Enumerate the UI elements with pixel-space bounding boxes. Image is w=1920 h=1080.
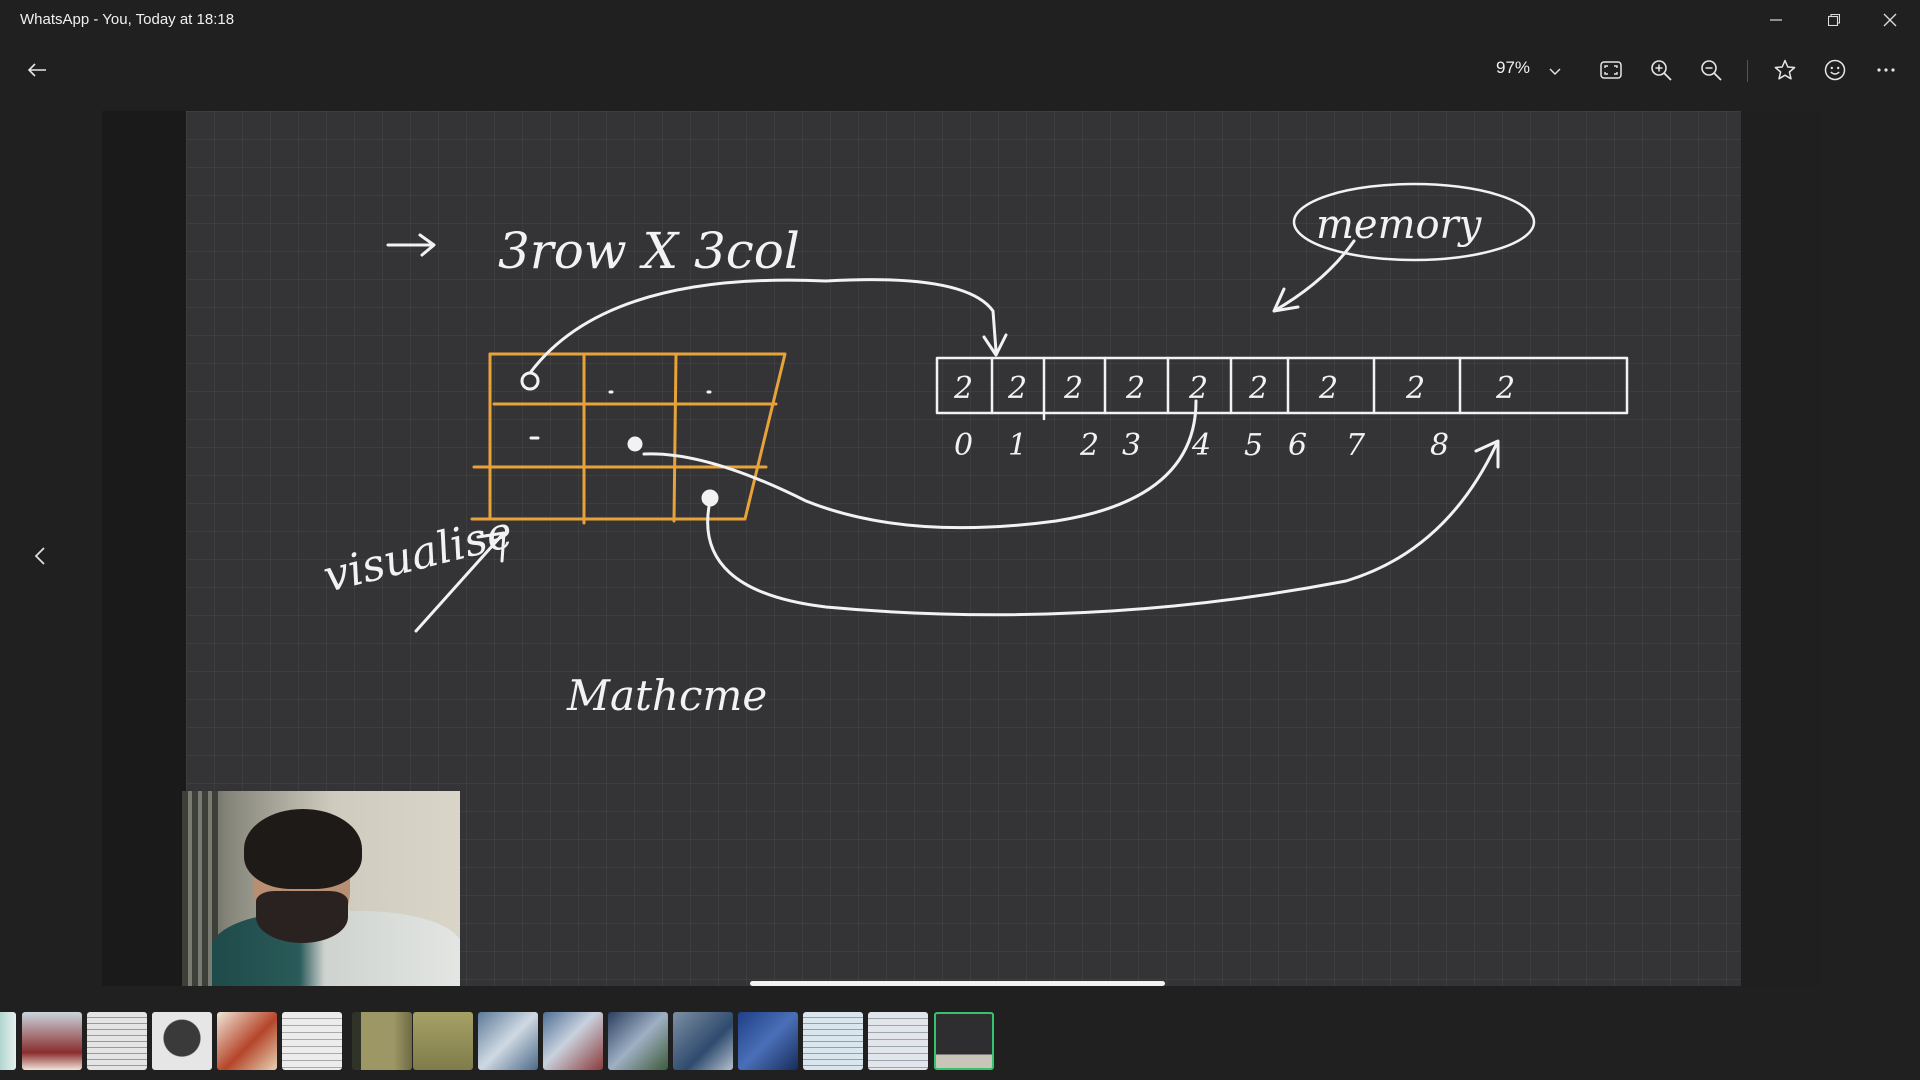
array-cell-value: 2 bbox=[1248, 371, 1268, 406]
image-edge bbox=[1741, 111, 1822, 986]
thumbnail[interactable] bbox=[803, 1012, 863, 1070]
fit-screen-button[interactable] bbox=[1591, 50, 1631, 90]
minimize-button[interactable] bbox=[1748, 0, 1804, 40]
zoom-out-icon bbox=[1701, 60, 1722, 81]
array-cell-value: 2 bbox=[1063, 371, 1083, 406]
array-cell-value: 2 bbox=[1318, 371, 1338, 406]
memory-ellipse bbox=[1292, 182, 1536, 262]
thumbnail[interactable] bbox=[87, 1012, 147, 1070]
mathematics-text: Mathcme bbox=[566, 671, 767, 720]
array-index: 5 bbox=[1244, 428, 1263, 463]
array-cell-value: 2 bbox=[1125, 371, 1145, 406]
zoom-in-icon bbox=[1651, 60, 1672, 81]
fit-screen-icon bbox=[1600, 61, 1622, 79]
zoom-out-button[interactable] bbox=[1691, 50, 1731, 90]
thumbnail[interactable] bbox=[738, 1012, 798, 1070]
title-bar: WhatsApp - You, Today at 18:18 bbox=[0, 0, 1920, 40]
zoom-dropdown[interactable] bbox=[1535, 52, 1575, 92]
array-index: 6 bbox=[1288, 428, 1307, 463]
presenter-hair bbox=[244, 809, 362, 889]
more-options-button[interactable] bbox=[1866, 50, 1906, 90]
memory-array bbox=[935, 356, 1629, 415]
thumbnail[interactable] bbox=[352, 1012, 412, 1070]
chevron-down-icon bbox=[1549, 68, 1561, 75]
whiteboard-drawing: 3row X 3col memory bbox=[318, 182, 1629, 720]
array-index: 8 bbox=[1430, 428, 1449, 463]
visualise-arrow bbox=[414, 531, 506, 633]
thumbnail[interactable] bbox=[22, 1012, 82, 1070]
array-index: 0 bbox=[954, 428, 973, 463]
array-index: 4 bbox=[1191, 428, 1211, 463]
matrix-cell-dot bbox=[520, 371, 540, 391]
previous-image-button[interactable] bbox=[24, 538, 56, 574]
toolbar-divider bbox=[1747, 60, 1748, 82]
thumbnail-active[interactable] bbox=[934, 1012, 994, 1070]
array-dividers bbox=[990, 356, 1462, 421]
thumbnail[interactable] bbox=[217, 1012, 277, 1070]
thumbnail[interactable] bbox=[868, 1012, 928, 1070]
array-cell-value: 2 bbox=[1495, 371, 1515, 406]
matrix-marks bbox=[529, 390, 712, 440]
close-button[interactable] bbox=[1862, 0, 1918, 40]
thumbnail[interactable] bbox=[478, 1012, 538, 1070]
mapping-arrow bbox=[642, 399, 1198, 530]
thumbnail[interactable] bbox=[152, 1012, 212, 1070]
thumbnail[interactable] bbox=[282, 1012, 342, 1070]
thumbnail[interactable] bbox=[608, 1012, 668, 1070]
thumbnail[interactable] bbox=[543, 1012, 603, 1070]
chevron-left-icon bbox=[34, 547, 45, 565]
reaction-button[interactable] bbox=[1815, 50, 1855, 90]
array-cell-value: 2 bbox=[953, 371, 973, 406]
arrow-mark bbox=[386, 233, 436, 257]
more-icon bbox=[1877, 68, 1895, 72]
restore-button[interactable] bbox=[1806, 0, 1862, 40]
shared-image: 3row X 3col memory bbox=[102, 111, 1822, 986]
zoom-level: 97% bbox=[1496, 58, 1531, 77]
mapping-arrow bbox=[706, 439, 1500, 617]
image-scroll-indicator[interactable] bbox=[750, 981, 1165, 986]
array-index: 3 bbox=[1122, 428, 1141, 463]
window-title: WhatsApp - You, Today at 18:18 bbox=[20, 11, 235, 28]
visualise-text: visualise bbox=[318, 507, 517, 603]
rows-cols-text: 3row X 3col bbox=[498, 222, 800, 280]
memory-arrow bbox=[1272, 239, 1356, 313]
star-icon bbox=[1774, 59, 1796, 80]
viewer-toolbar bbox=[0, 40, 1920, 100]
restore-icon bbox=[1828, 14, 1840, 26]
array-cell-value: 2 bbox=[1188, 371, 1208, 406]
thumbnail[interactable] bbox=[673, 1012, 733, 1070]
presenter-webcam bbox=[182, 791, 460, 986]
presenter-beard bbox=[256, 891, 348, 943]
thumbnail[interactable] bbox=[0, 1012, 16, 1070]
array-cell-value: 2 bbox=[1405, 371, 1425, 406]
thumbnail[interactable] bbox=[413, 1012, 473, 1070]
array-index: 7 bbox=[1346, 428, 1366, 463]
memory-text: memory bbox=[1316, 202, 1483, 248]
mapping-arrow bbox=[528, 278, 1008, 375]
array-index: 1 bbox=[1008, 428, 1027, 463]
zoom-in-button[interactable] bbox=[1641, 50, 1681, 90]
back-button[interactable] bbox=[17, 50, 57, 90]
array-index: 2 bbox=[1079, 428, 1099, 463]
emoji-icon bbox=[1824, 59, 1846, 81]
close-icon bbox=[1883, 13, 1897, 27]
back-arrow-icon bbox=[27, 63, 46, 77]
array-cell-value: 2 bbox=[1007, 371, 1027, 406]
favorite-button[interactable] bbox=[1765, 50, 1805, 90]
matrix-cell-dot bbox=[627, 436, 643, 452]
matrix-grid bbox=[470, 352, 787, 525]
minimize-icon bbox=[1770, 19, 1782, 21]
thumbnail-strip bbox=[0, 1000, 1920, 1080]
